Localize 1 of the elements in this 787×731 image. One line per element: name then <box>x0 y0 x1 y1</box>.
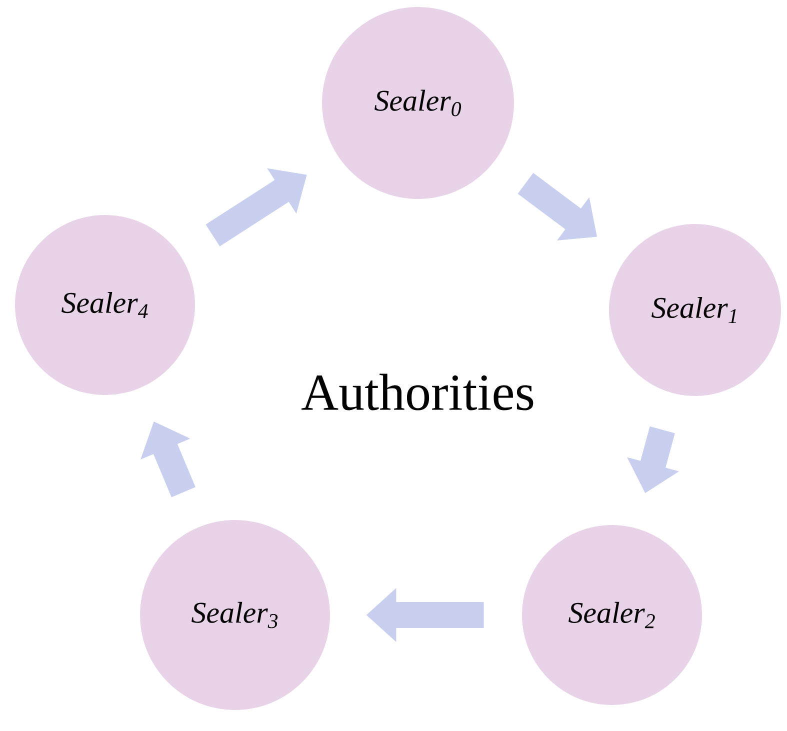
title: Authorities <box>302 374 534 410</box>
